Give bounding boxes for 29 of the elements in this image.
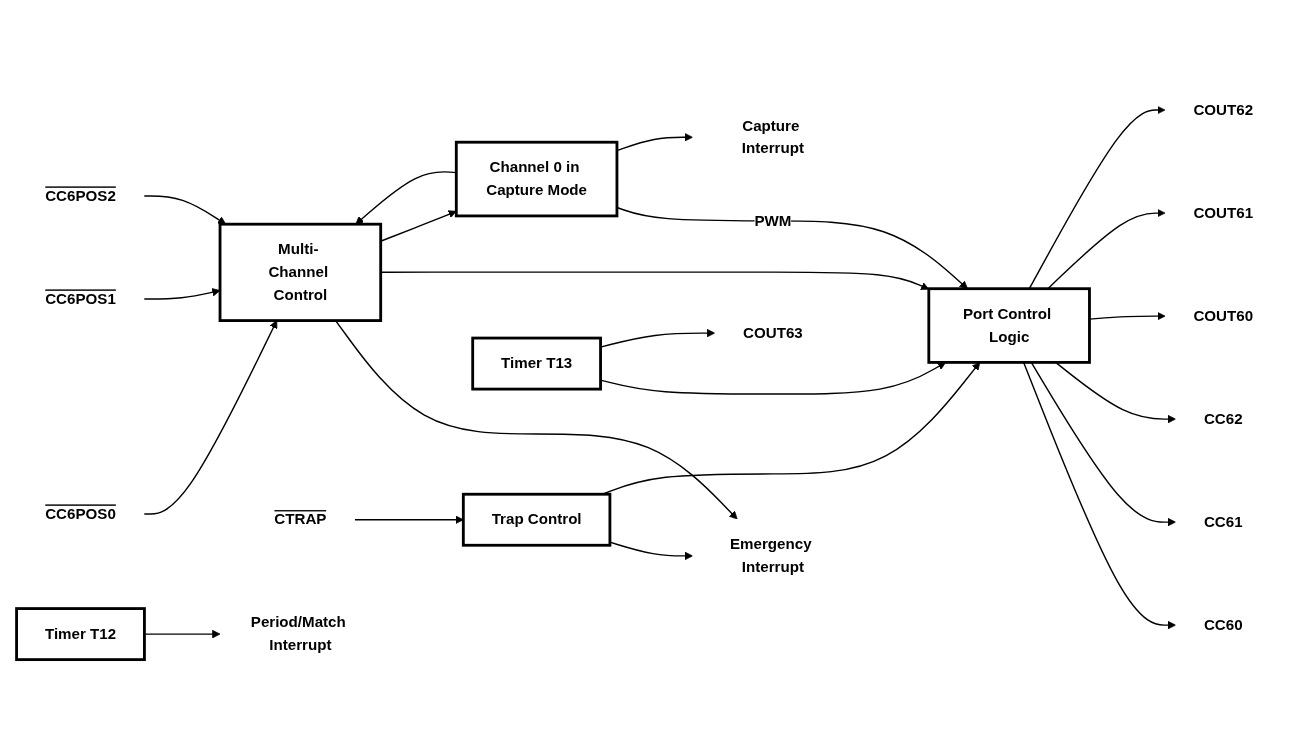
arrow	[143, 287, 221, 300]
node-text: CC6POS1	[45, 290, 116, 307]
node-text: CC62	[1203, 410, 1243, 427]
node-text: COUT63	[743, 324, 803, 341]
node-text: CC60	[1203, 616, 1243, 633]
arrow	[616, 206, 968, 289]
node-text: Period/Match Interrupt	[250, 613, 346, 653]
node-box: Multi- Channel Control	[218, 222, 383, 322]
node-text: COUT62	[1193, 101, 1254, 118]
arrow	[354, 515, 464, 524]
node-text: COUT60	[1193, 307, 1254, 324]
arrow	[616, 132, 693, 152]
node-text: Capture Interrupt	[741, 117, 804, 156]
node-box: Timer T12	[15, 606, 146, 661]
edge-label: PWM	[754, 212, 792, 229]
node-text: COUT61	[1193, 204, 1254, 221]
node-box: Port Control Logic	[927, 287, 1091, 364]
node-box: Timer T13	[471, 336, 602, 391]
arrow	[380, 210, 457, 242]
arrow	[143, 195, 227, 225]
node-box: Channel 0 in Capture Mode	[454, 140, 619, 218]
node-box: Trap Control	[461, 492, 612, 547]
node-text: Emergency Interrupt	[730, 535, 812, 575]
arrow	[380, 271, 930, 290]
node-text: CTRAP	[274, 510, 327, 528]
node-text: CC61	[1203, 513, 1243, 530]
arrow	[609, 541, 693, 560]
node-text: CC6POS0	[45, 505, 116, 522]
node-text: CC6POS2	[45, 187, 116, 204]
